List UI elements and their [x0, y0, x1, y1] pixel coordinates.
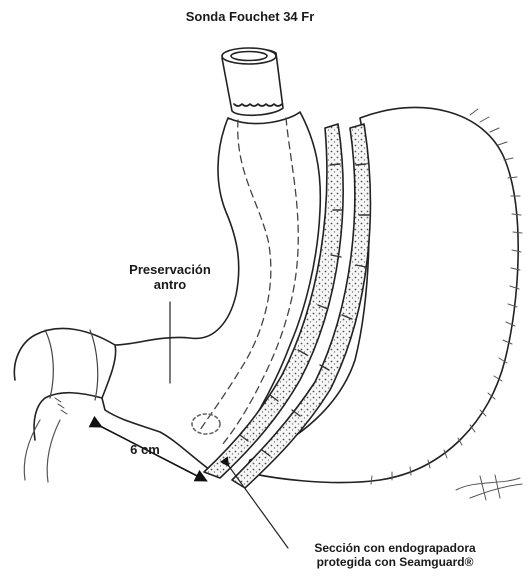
antrum-label-line2: antro — [110, 278, 230, 293]
distance-label: 6 cm — [120, 443, 170, 458]
distance-label-text: 6 cm — [130, 442, 160, 457]
duodenum — [14, 328, 115, 380]
bougie-label-text: Sonda Fouchet 34 Fr — [186, 9, 315, 24]
scribble — [456, 475, 522, 500]
antrum-label: Preservación antro — [110, 263, 230, 293]
bougie-opening — [222, 48, 276, 64]
staple-label: Sección con endograpadora protegida con … — [270, 542, 520, 570]
antrum-label-line1: Preservación — [110, 263, 230, 278]
staple-label-line2: protegida con Seamguard® — [270, 556, 520, 570]
bougie-label: Sonda Fouchet 34 Fr — [150, 10, 350, 25]
staple-label-line1: Sección con endograpadora — [270, 542, 520, 556]
